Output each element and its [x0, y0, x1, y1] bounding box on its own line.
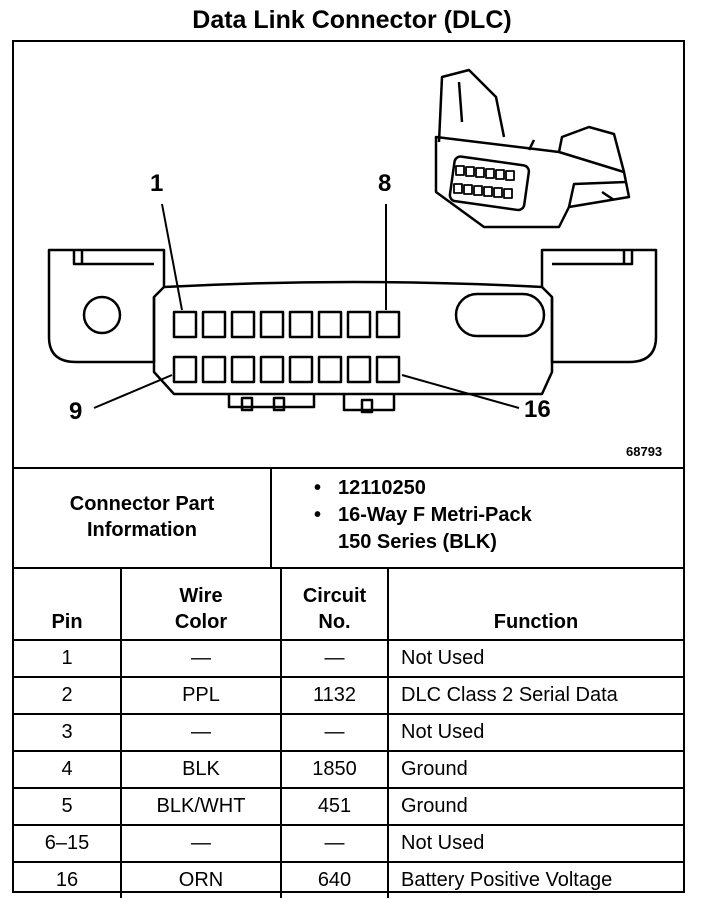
connector-info-frame: 1 8 9 16 68793 Connector Part Informatio… — [12, 40, 685, 898]
pin-leader-lines — [93, 203, 520, 409]
connector-diagram: 1 8 9 16 68793 — [14, 42, 683, 469]
mounting-hole-left — [82, 295, 122, 335]
connector-face — [47, 248, 658, 414]
bullet-icon: • — [314, 477, 322, 499]
connector-3d-view — [434, 68, 631, 229]
header-pin: Pin — [14, 569, 122, 641]
connector-series: 150 Series (BLK) — [338, 531, 497, 553]
bullet-icon: • — [314, 504, 322, 526]
pin-label-8: 8 — [378, 170, 392, 197]
header-circuit-no: Circuit No. — [280, 569, 389, 641]
table-row: 5 BLK/WHT 451 Ground — [14, 787, 683, 826]
header-function: Function — [387, 569, 683, 641]
pin-label-1: 1 — [150, 170, 164, 197]
connector-type-item: • 16-Way F Metri-Pack — [314, 502, 532, 529]
table-header-row: Pin Wire Color Circuit No. Function — [14, 569, 683, 641]
connector-type: 16-Way F Metri-Pack — [338, 504, 532, 526]
part-info-list: • 12110250 • 16-Way F Metri-Pack 150 Ser… — [314, 475, 532, 556]
table-row: 6–15 — — Not Used — [14, 824, 683, 863]
figure-number: 68793 — [626, 444, 663, 459]
table-row: 2 PPL 1132 DLC Class 2 Serial Data — [14, 676, 683, 715]
header-wire-color: Wire Color — [120, 569, 282, 641]
pin-cavities — [172, 310, 401, 384]
part-number: 12110250 — [338, 477, 426, 499]
table-row: 3 — — Not Used — [14, 713, 683, 752]
pin-label-9: 9 — [69, 398, 83, 425]
part-number-item: • 12110250 — [314, 475, 532, 502]
table-row: 1 — — Not Used — [14, 639, 683, 678]
pin-label-16: 16 — [524, 396, 551, 423]
mounting-hole-right — [454, 292, 546, 338]
table-row: 16 ORN 640 Battery Positive Voltage — [14, 861, 683, 898]
connector-part-info: Connector Part Information • 12110250 • … — [14, 467, 683, 569]
connector-part-info-title: Connector Part Information — [69, 493, 215, 541]
pin-table: Pin Wire Color Circuit No. Function 1 — … — [14, 569, 683, 898]
connector-drawing — [47, 68, 658, 414]
table-row: 4 BLK 1850 Ground — [14, 750, 683, 789]
page-title: Data Link Connector (DLC) — [192, 6, 512, 34]
